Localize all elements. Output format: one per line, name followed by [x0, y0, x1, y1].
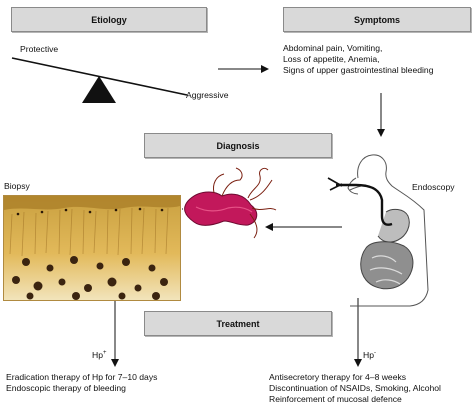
treatment-title: Treatment — [216, 318, 260, 329]
biopsy-label: Biopsy — [4, 181, 30, 191]
hp-positive-text: Hp — [92, 349, 103, 360]
hp-negative-label: Hp- — [363, 348, 376, 360]
hp-negative-sup: - — [374, 350, 376, 356]
digestive-organs — [360, 208, 414, 290]
hp-negative-item-2: Discontinuation of NSAIDs, Smoking, Alco… — [269, 383, 441, 393]
seesaw-beam — [11, 57, 188, 96]
symptoms-title: Symptoms — [353, 14, 400, 25]
diagnosis-box: Diagnosis — [144, 133, 332, 158]
hp-negative-item-3: Reinforcement of mucosal defence — [269, 394, 402, 404]
etiology-box: Etiology — [11, 7, 207, 32]
biopsy-micrograph — [3, 195, 181, 301]
symptoms-box: Symptoms — [283, 7, 471, 32]
treatment-box: Treatment — [144, 311, 332, 336]
symptoms-line-1: Abdominal pain, Vomiting, — [283, 43, 383, 53]
symptoms-line-3: Signs of upper gastrointestinal bleeding — [283, 65, 434, 75]
seesaw-fulcrum — [82, 76, 116, 103]
hp-positive-label: Hp+ — [92, 348, 107, 360]
bacterium-illustration — [184, 167, 277, 239]
protective-label: Protective — [20, 44, 59, 54]
endoscope-tube — [336, 183, 393, 226]
symptoms-line-2: Loss of appetite, Anemia, — [283, 54, 380, 64]
hp-positive-item-2: Endoscopic therapy of bleeding — [6, 383, 126, 393]
aggressive-label: Aggressive — [186, 90, 229, 100]
hp-positive-sup: + — [103, 350, 107, 356]
hp-negative-item-1: Antisecretory therapy for 4–8 weeks — [269, 372, 407, 382]
diagnosis-title: Diagnosis — [216, 140, 260, 151]
etiology-title: Etiology — [91, 14, 127, 25]
hp-negative-text: Hp — [363, 349, 374, 360]
endoscope-handle — [327, 177, 343, 191]
hp-positive-item-1: Eradication therapy of Hp for 7–10 days — [6, 372, 158, 382]
endoscopy-label: Endoscopy — [412, 182, 455, 192]
